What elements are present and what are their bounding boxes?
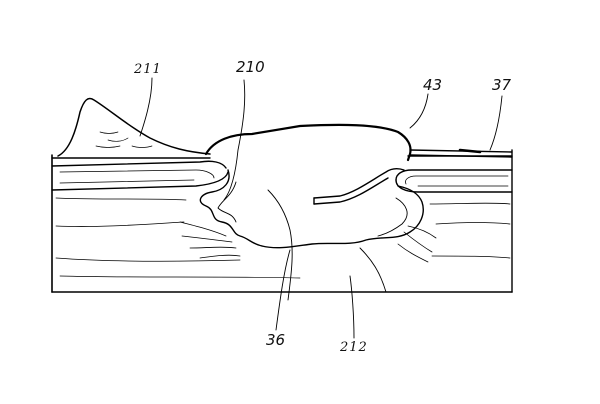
shaft-dark [458, 148, 482, 154]
probe-line-2 [313, 177, 389, 205]
layer-left-4 [59, 275, 301, 279]
right-tube [395, 169, 513, 193]
cavity-right-tissue [359, 247, 387, 293]
reference-label-37: 37 [492, 76, 512, 94]
left-tube [51, 160, 229, 191]
leader-211 [139, 77, 153, 137]
reference-label-211: 211 [134, 62, 162, 77]
right-tube-inner [405, 175, 509, 187]
fibers-left [179, 221, 241, 259]
probe [313, 167, 405, 205]
leader-43 [409, 93, 429, 129]
balloon-outline [204, 123, 412, 162]
fibers-right [397, 225, 437, 263]
shaft-bottom [409, 154, 513, 158]
leader-212 [349, 275, 355, 339]
layer-left-1 [55, 197, 187, 201]
reference-label-43: 43 [423, 76, 443, 94]
reference-label-212: 212 [340, 340, 368, 355]
layer-right-1 [429, 202, 511, 205]
leader-210 [223, 79, 246, 201]
tissue-layers [55, 197, 511, 279]
cavity-36 [179, 169, 437, 301]
cavity-upper-wall [267, 189, 293, 301]
right-tube-bottom [395, 179, 513, 193]
cavity-inner-left [217, 181, 237, 223]
skin-flap-211 [57, 97, 211, 157]
leader-37 [489, 95, 503, 151]
cavity-inner-right [377, 197, 408, 237]
left-tube-bottom [51, 171, 229, 191]
layer-left-2 [55, 221, 185, 227]
layer-right-3 [431, 255, 511, 259]
layer-right-2 [435, 222, 511, 225]
probe-line [313, 167, 405, 199]
cavity-floor [261, 185, 424, 249]
left-tube-top [51, 160, 227, 169]
leader-36 [275, 249, 291, 331]
reference-label-36: 36 [266, 331, 286, 349]
leader-lines [139, 77, 503, 339]
cavity-left-wall [199, 169, 263, 247]
flap-hatch [95, 131, 153, 148]
right-tube-top [395, 169, 513, 181]
flap-outline [57, 97, 211, 157]
left-tube-inner [59, 169, 215, 184]
layer-left-3 [55, 257, 241, 262]
shaft-37 [409, 148, 513, 158]
balloon-43 [204, 123, 412, 162]
reference-label-210: 210 [236, 58, 265, 76]
